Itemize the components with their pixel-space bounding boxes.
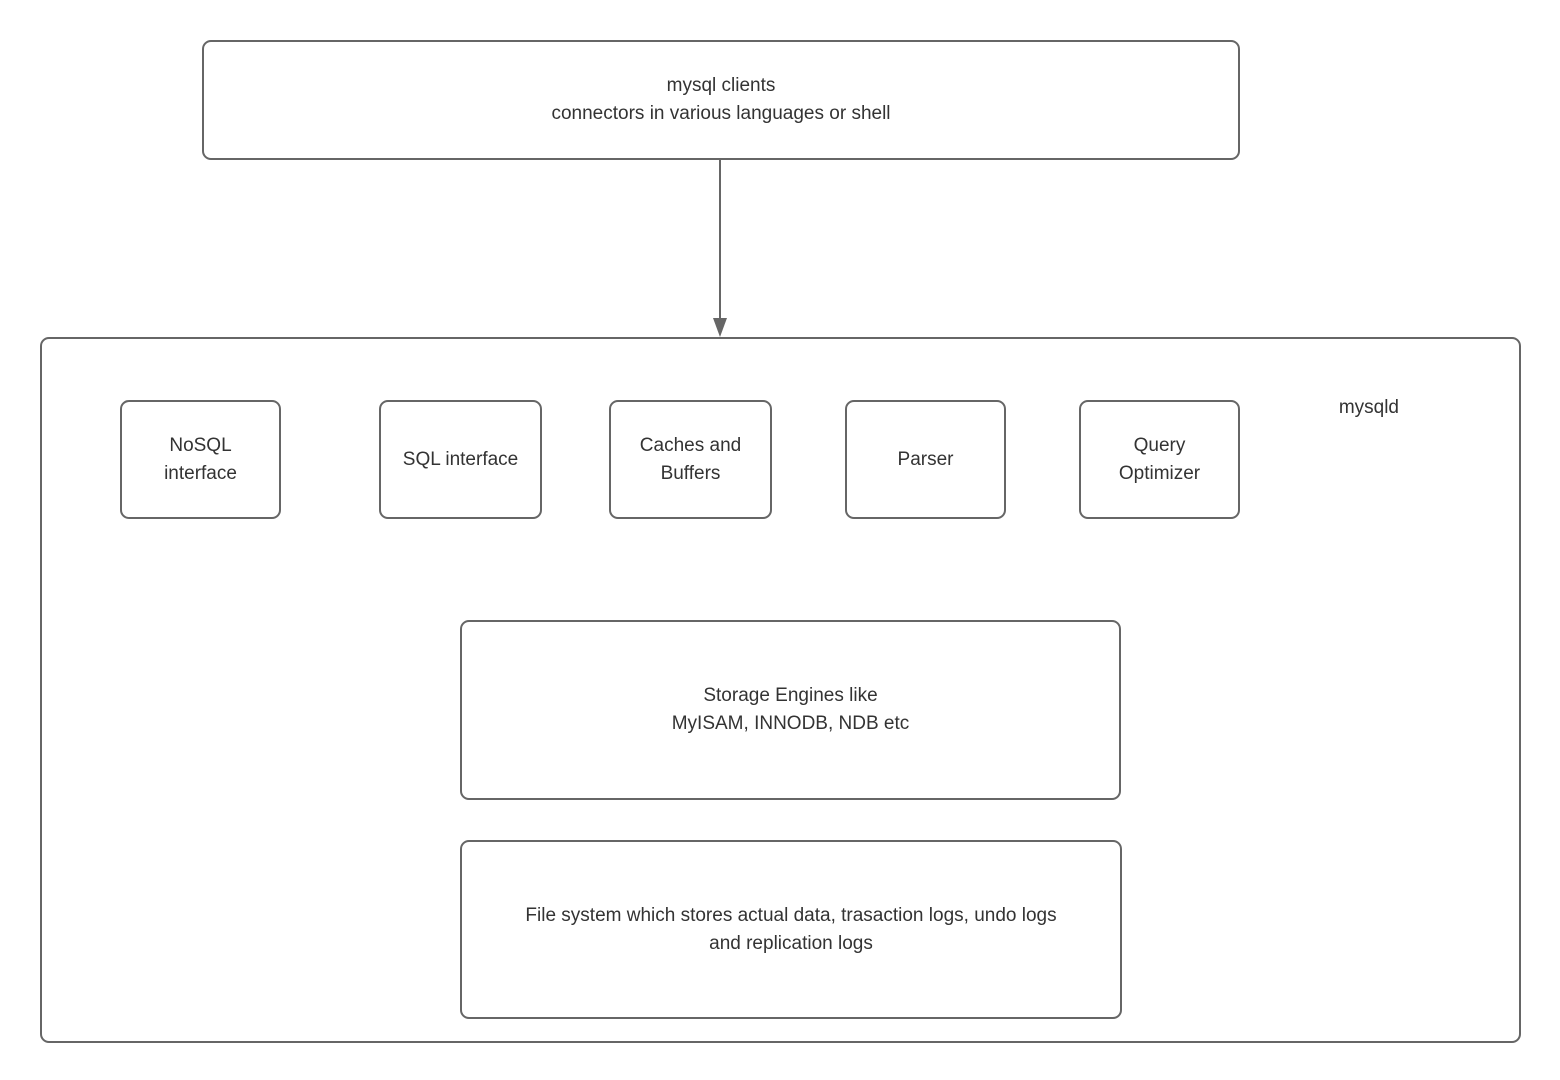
mysqld-label: mysqld	[1338, 397, 1399, 418]
component-box-nosql-interface: NoSQL interface	[120, 400, 281, 519]
component-box-parser: Parser	[845, 400, 1006, 519]
sql-interface-label: SQL interface	[402, 448, 519, 470]
file-system-label: File system which stores actual data, tr…	[525, 904, 1057, 954]
component-box-query-optimizer: Query Optimizer	[1079, 400, 1240, 519]
parser-label: Parser	[897, 448, 954, 470]
mysql-clients-box: mysql clients connectors in various lang…	[202, 40, 1240, 160]
clients-to-mysqld-arrow	[713, 160, 727, 337]
storage-engines-label: Storage Engines like MyISAM, INNODB, NDB…	[671, 685, 910, 734]
component-box-sql-interface: SQL interface	[379, 400, 542, 519]
file-system-box: File system which stores actual data, tr…	[460, 840, 1122, 1019]
mysql-clients-label: mysql clients connectors in various lang…	[551, 75, 891, 124]
storage-engines-box: Storage Engines like MyISAM, INNODB, NDB…	[460, 620, 1121, 800]
caches-and-buffers-label: Caches and Buffers	[639, 434, 742, 484]
query-optimizer-label: Query Optimizer	[1118, 434, 1201, 484]
nosql-interface-label: NoSQL interface	[164, 434, 237, 484]
component-box-caches-and-buffers: Caches and Buffers	[609, 400, 772, 519]
